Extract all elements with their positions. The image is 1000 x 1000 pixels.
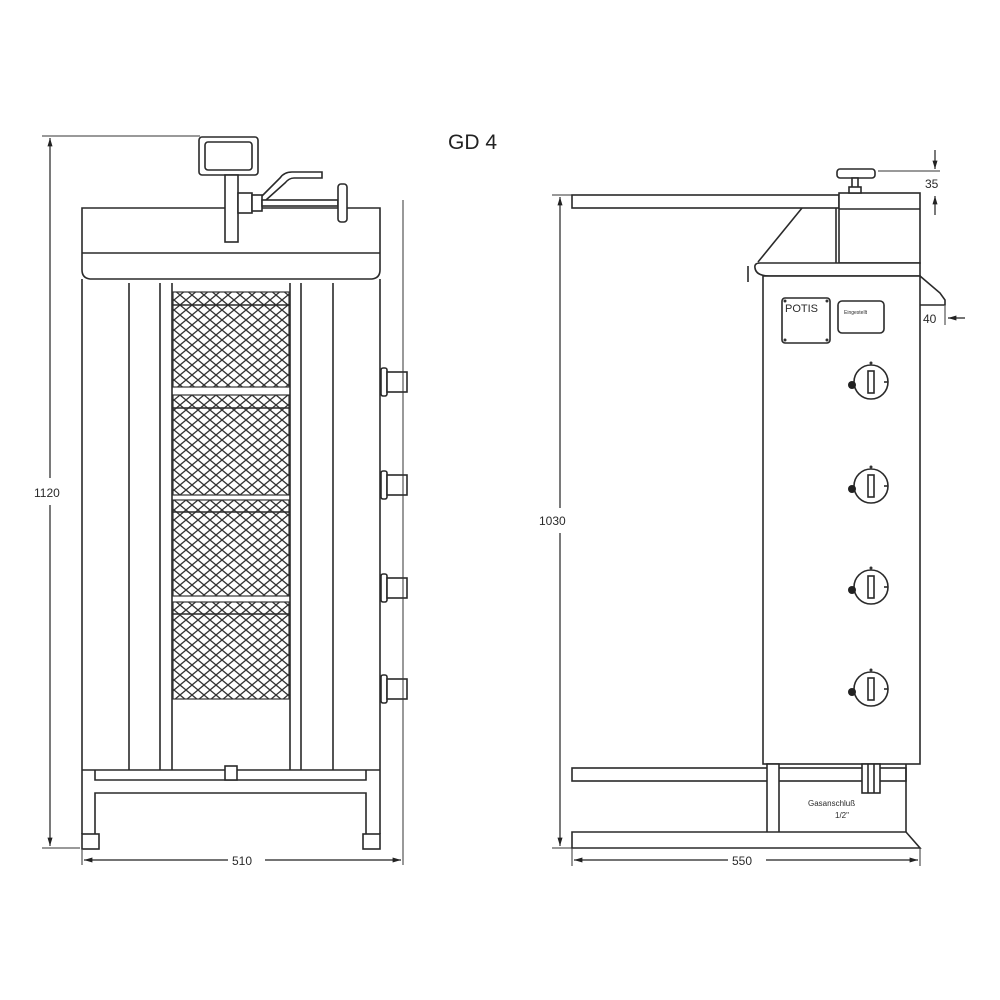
burner-knob-4: [380, 674, 408, 704]
setting-plate: Eingestellt: [837, 300, 885, 334]
burner-knob-3: [380, 573, 408, 603]
grill-panels: [172, 291, 290, 700]
height-dimension-1120: 1120: [34, 135, 200, 849]
width-label: 510: [232, 854, 252, 868]
height-label: 1030: [539, 514, 566, 528]
front-view: 1120: [34, 135, 408, 868]
control-knob-4: [848, 668, 889, 707]
control-knob-1: [848, 361, 889, 400]
top-knob: [836, 168, 876, 194]
brand-plate: POTIS: [781, 297, 831, 344]
burner-knob-1: [380, 367, 408, 397]
gas-connection-size: 1/2": [835, 811, 849, 820]
model-title: GD 4: [448, 131, 498, 154]
width-dimension-510: 510: [81, 200, 404, 868]
control-knobs: [848, 361, 889, 707]
setting-label: Eingestellt: [844, 310, 868, 316]
depth-label: 550: [732, 854, 752, 868]
dimension-40-label: 40: [923, 312, 937, 326]
overhang-dimension-40: 40: [923, 306, 965, 326]
front-burner-knobs: [380, 367, 408, 704]
knob-dimension-35: 35: [878, 150, 940, 215]
height-dimension-1030: 1030: [539, 194, 572, 849]
control-knob-2: [848, 465, 889, 504]
dimension-35-label: 35: [925, 177, 939, 191]
gas-connection-label: Gasanschluß: [808, 799, 855, 808]
height-label: 1120: [34, 486, 60, 500]
burner-knob-2: [380, 470, 408, 500]
depth-dimension-550: 550: [571, 848, 921, 868]
brand-label: POTIS: [785, 303, 818, 315]
side-view: 1030 35 40: [539, 150, 965, 868]
motor-unit: [198, 136, 348, 243]
control-knob-3: [848, 566, 889, 605]
